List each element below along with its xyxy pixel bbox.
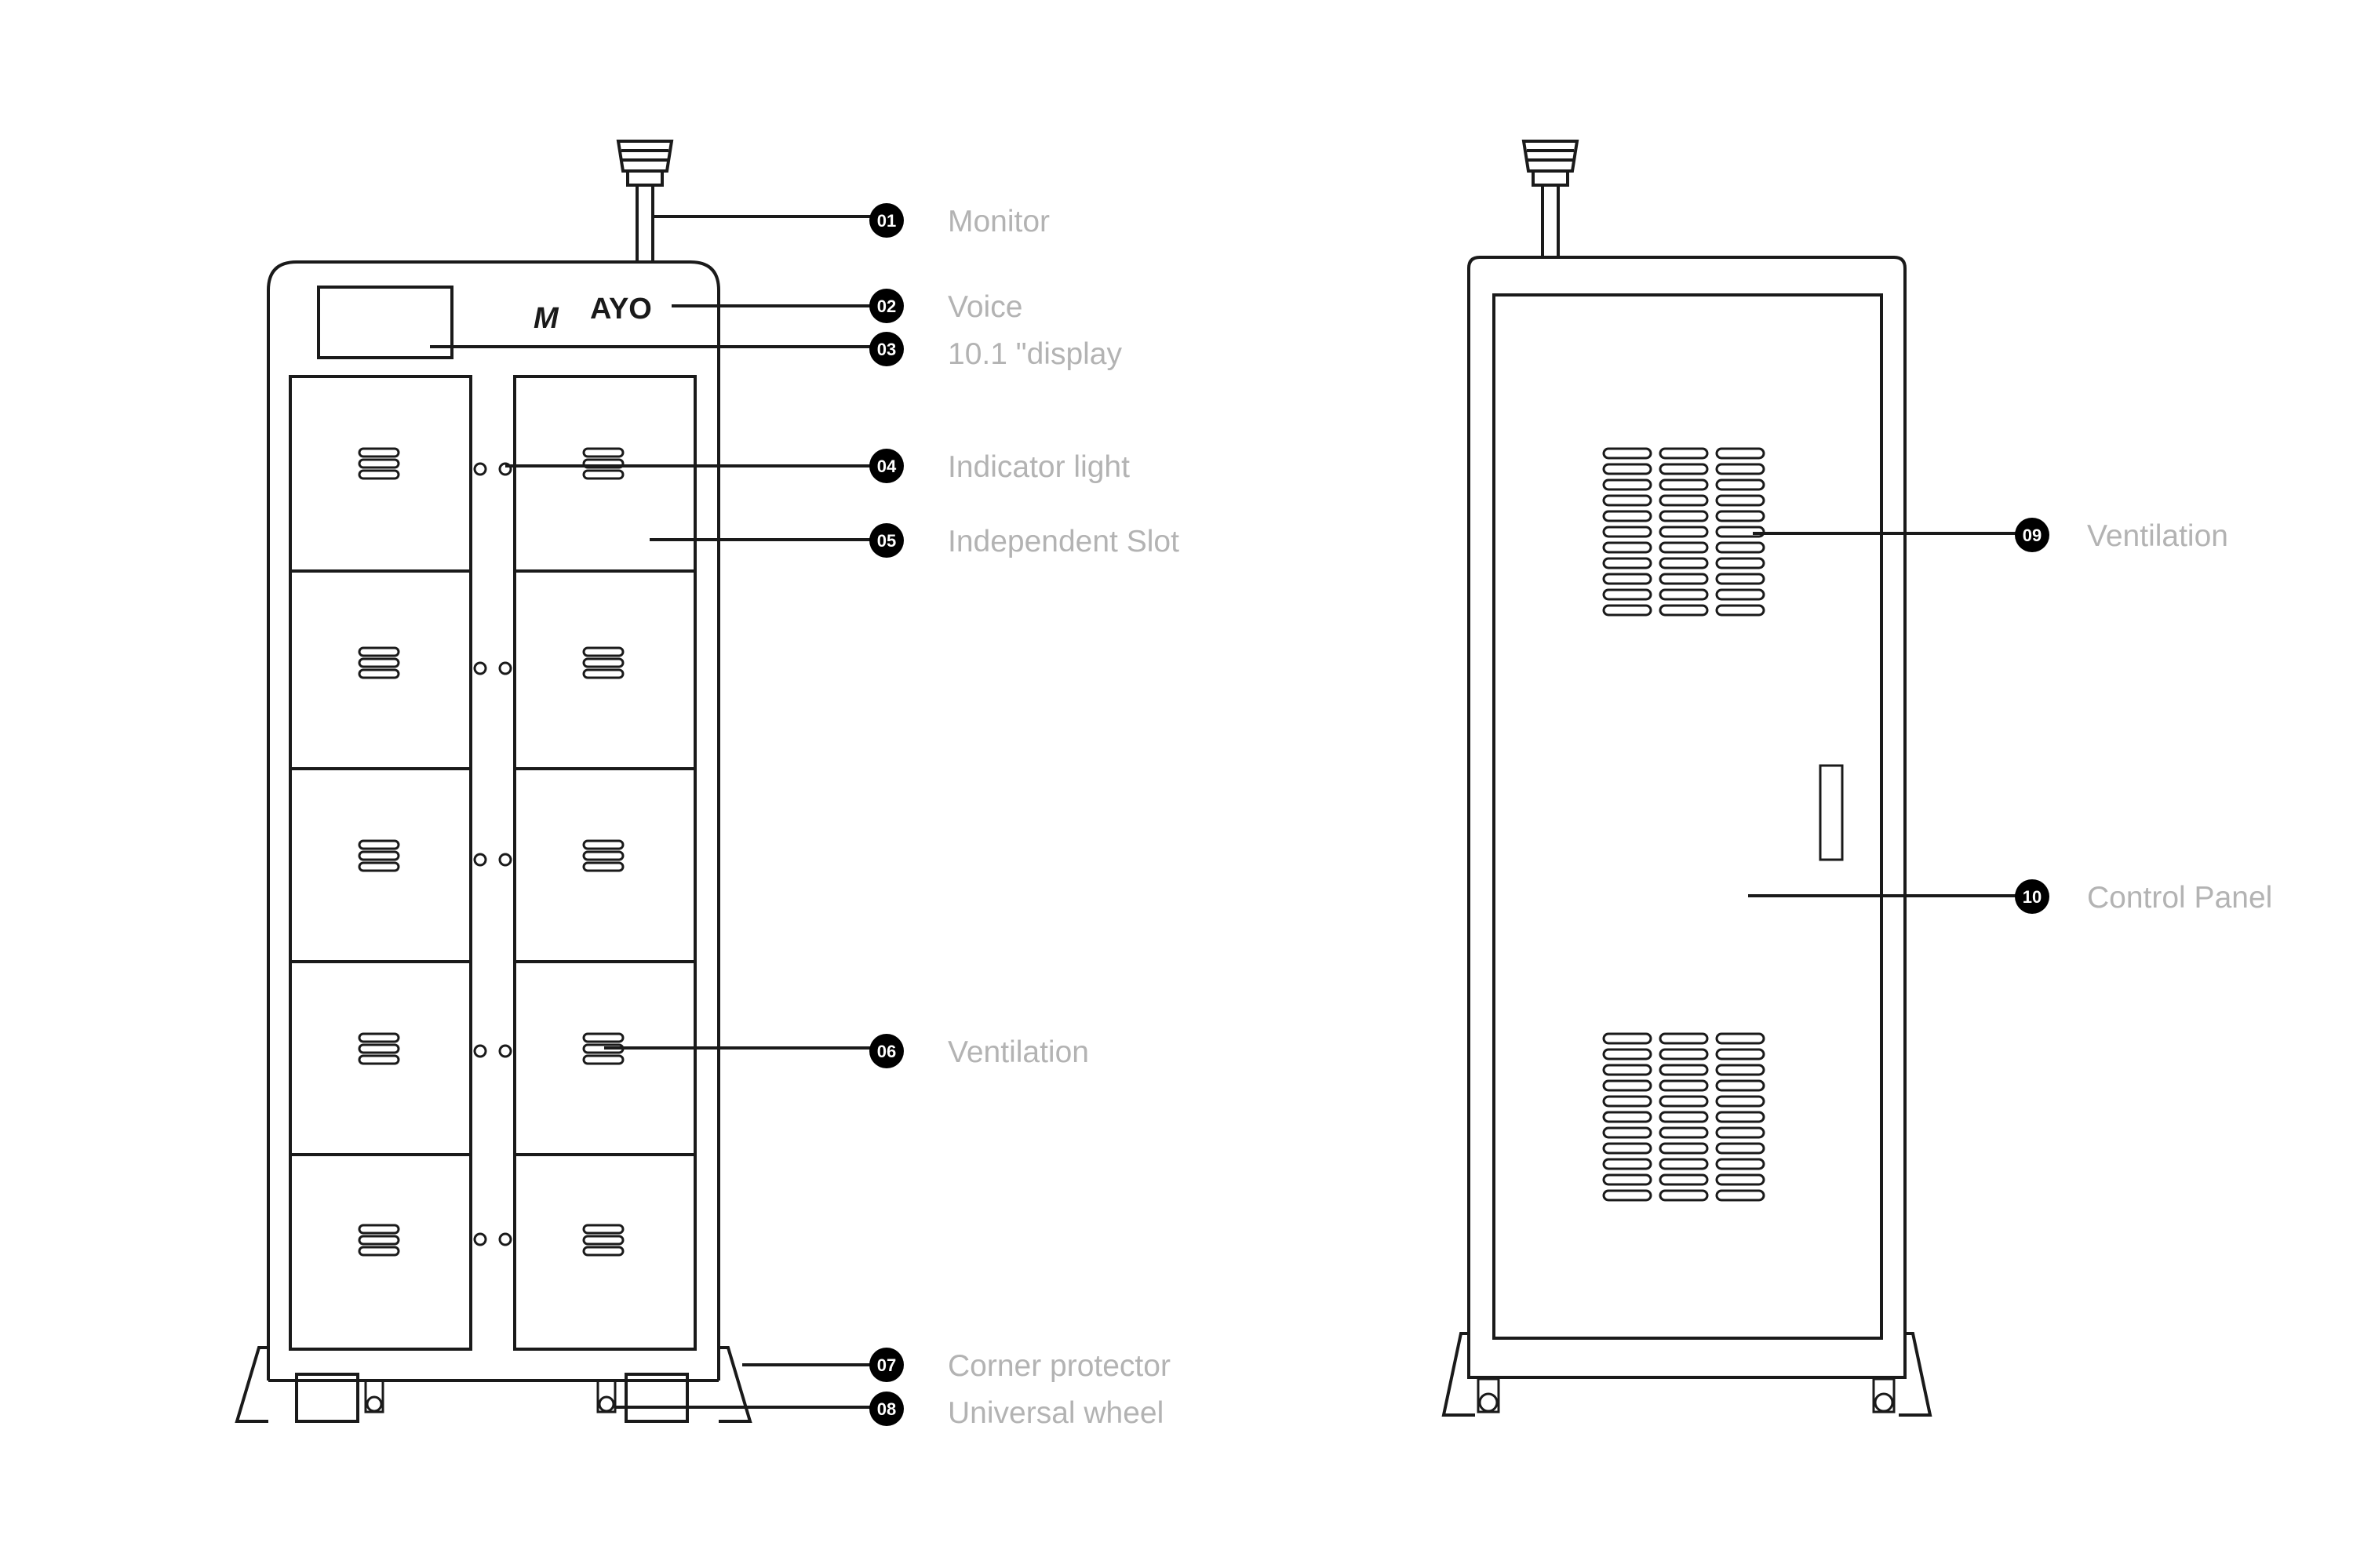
- corner-protector-right: [719, 1346, 752, 1423]
- callout-04: 04 Indicator light: [869, 449, 1130, 484]
- callout-label: Monitor: [948, 205, 1050, 238]
- callout-10: 10 Control Panel: [2015, 879, 2272, 915]
- callout-number: 07: [877, 1355, 896, 1375]
- callout-number: 03: [877, 340, 896, 359]
- callout-03: 03 10.1 "display: [869, 332, 1122, 371]
- back-door-panel: [1492, 293, 1883, 1340]
- callout-number: 09: [2023, 526, 2042, 545]
- back-wheels: [1477, 1377, 1896, 1413]
- independent-slots: [290, 569, 695, 1156]
- callout-label: Universal wheel: [948, 1396, 1164, 1430]
- callout-number: 05: [877, 531, 896, 551]
- back-monitor-camera: [1521, 140, 1579, 259]
- callout-02: 02 Voice: [869, 289, 1022, 324]
- callout-label: Ventilation: [2087, 519, 2228, 553]
- universal-wheels: [364, 1379, 617, 1413]
- callout-label: Corner protector: [948, 1349, 1171, 1383]
- callout-number: 08: [877, 1399, 896, 1419]
- back-cabinet-body: [1467, 256, 1907, 1379]
- back-leader-lines: [1748, 532, 2018, 897]
- back-view: [1441, 140, 1932, 1417]
- callout-number: 10: [2023, 887, 2042, 907]
- callout-label: 10.1 "display: [948, 337, 1122, 371]
- slot-vents: [358, 447, 625, 1257]
- callout-number: 02: [877, 297, 896, 316]
- front-callouts: 01 Monitor 02 Voice 03 10.1 "display 04 …: [869, 203, 1179, 1430]
- logo-text: AYO: [590, 293, 652, 326]
- front-view: M AYO: [235, 140, 752, 1423]
- logo-letter: M: [534, 302, 559, 335]
- callout-06: 06 Ventilation: [869, 1034, 1089, 1069]
- corner-protector-left: [235, 1346, 268, 1423]
- back-callouts: 09 Ventilation 10 Control Panel: [2015, 518, 2272, 915]
- callout-number: 06: [877, 1042, 896, 1061]
- callout-label: Voice: [948, 290, 1022, 324]
- callout-number: 04: [877, 457, 897, 476]
- front-cabinet-body: [267, 260, 720, 1381]
- callout-08: 08 Universal wheel: [869, 1392, 1164, 1430]
- callout-05: 05 Independent Slot: [869, 523, 1179, 558]
- callout-label: Independent Slot: [948, 525, 1179, 558]
- back-foot-right: [1899, 1332, 1932, 1417]
- callout-09: 09 Ventilation: [2015, 518, 2228, 553]
- front-leader-lines: [430, 215, 872, 1409]
- indicator-lights: [473, 462, 512, 1246]
- callout-number: 01: [877, 211, 896, 231]
- callout-01: 01 Monitor: [869, 203, 1050, 238]
- back-vent-lower: [1602, 1032, 1765, 1202]
- callout-label: Ventilation: [948, 1035, 1089, 1069]
- callout-07: 07 Corner protector: [869, 1348, 1171, 1383]
- callout-label: Indicator light: [948, 450, 1130, 484]
- logo: M AYO: [534, 293, 652, 335]
- back-foot-left: [1441, 1332, 1475, 1417]
- display-screen: [317, 286, 453, 359]
- callout-label: Control Panel: [2087, 881, 2272, 915]
- front-monitor-camera: [616, 140, 674, 264]
- back-vent-upper: [1602, 447, 1765, 617]
- control-panel-handle: [1819, 764, 1844, 861]
